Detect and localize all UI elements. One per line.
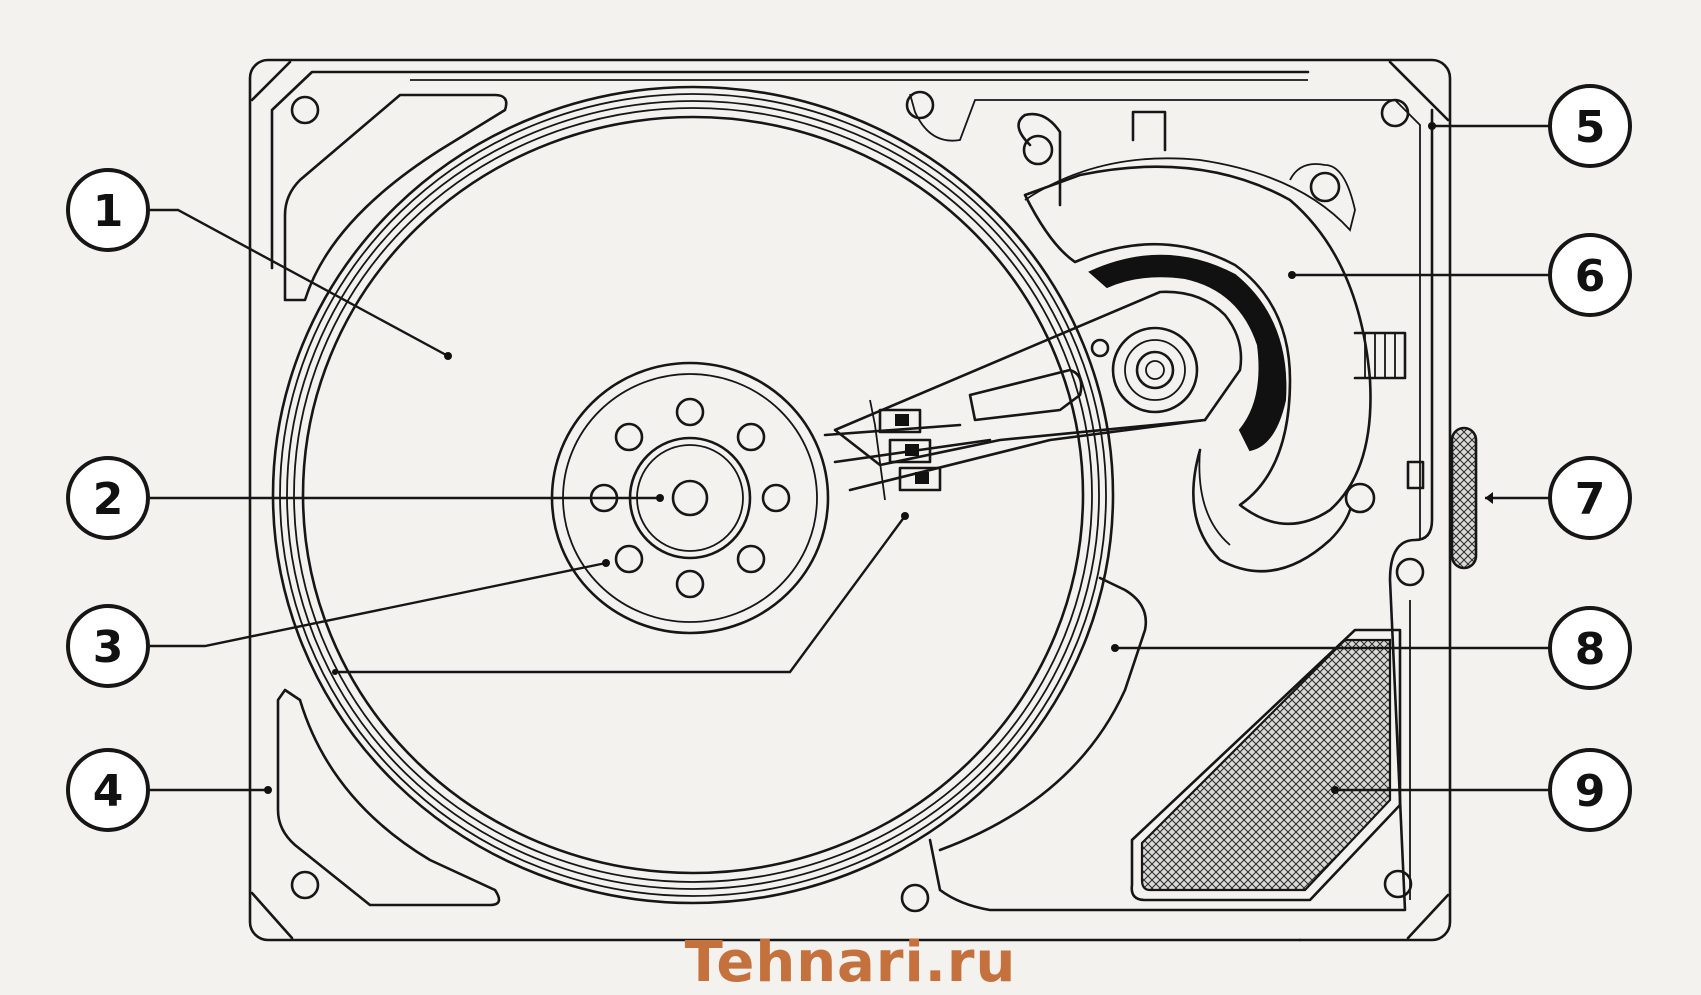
drive-housing <box>248 58 1452 942</box>
leader-lines <box>150 122 1549 794</box>
spindle-hub <box>550 361 830 635</box>
callout-5: 5 <box>1548 84 1632 168</box>
callout-9: 9 <box>1548 748 1632 832</box>
clamp-screws <box>589 397 791 599</box>
site-watermark: Tehnari.ru <box>684 930 1017 995</box>
screw-hole-icon <box>1395 557 1425 587</box>
callout-2: 2 <box>66 456 150 540</box>
callout-3-number: 3 <box>93 622 124 673</box>
callout-2-number: 2 <box>93 474 124 525</box>
screw-hole-icon <box>1380 98 1410 128</box>
screw-hole-icon <box>290 95 320 125</box>
callout-7: 7 <box>1548 456 1632 540</box>
voice-coil-actuator <box>1017 110 1407 573</box>
callout-1-number: 1 <box>93 186 124 237</box>
callout-4: 4 <box>66 748 150 832</box>
callout-7-number: 7 <box>1575 474 1606 525</box>
air-filter <box>1130 628 1402 902</box>
callout-8-number: 8 <box>1575 624 1606 675</box>
actuator-arm <box>823 290 1243 501</box>
screw-hole-icon <box>1383 869 1413 899</box>
callout-1: 1 <box>66 168 150 252</box>
callout-6-number: 6 <box>1575 251 1606 302</box>
head-ramp <box>938 576 1148 852</box>
screw-hole-icon <box>905 90 935 120</box>
callout-5-number: 5 <box>1575 102 1606 153</box>
callout-8: 8 <box>1548 606 1632 690</box>
platter <box>271 85 1115 905</box>
screw-hole-icon <box>900 883 930 913</box>
callout-6: 6 <box>1548 233 1632 317</box>
spindle-center-icon <box>671 479 709 517</box>
screw-hole-icon <box>290 870 320 900</box>
breather-mesh <box>1450 426 1478 570</box>
callout-3: 3 <box>66 604 150 688</box>
callout-9-number: 9 <box>1575 766 1606 817</box>
callout-4-number: 4 <box>93 766 124 817</box>
